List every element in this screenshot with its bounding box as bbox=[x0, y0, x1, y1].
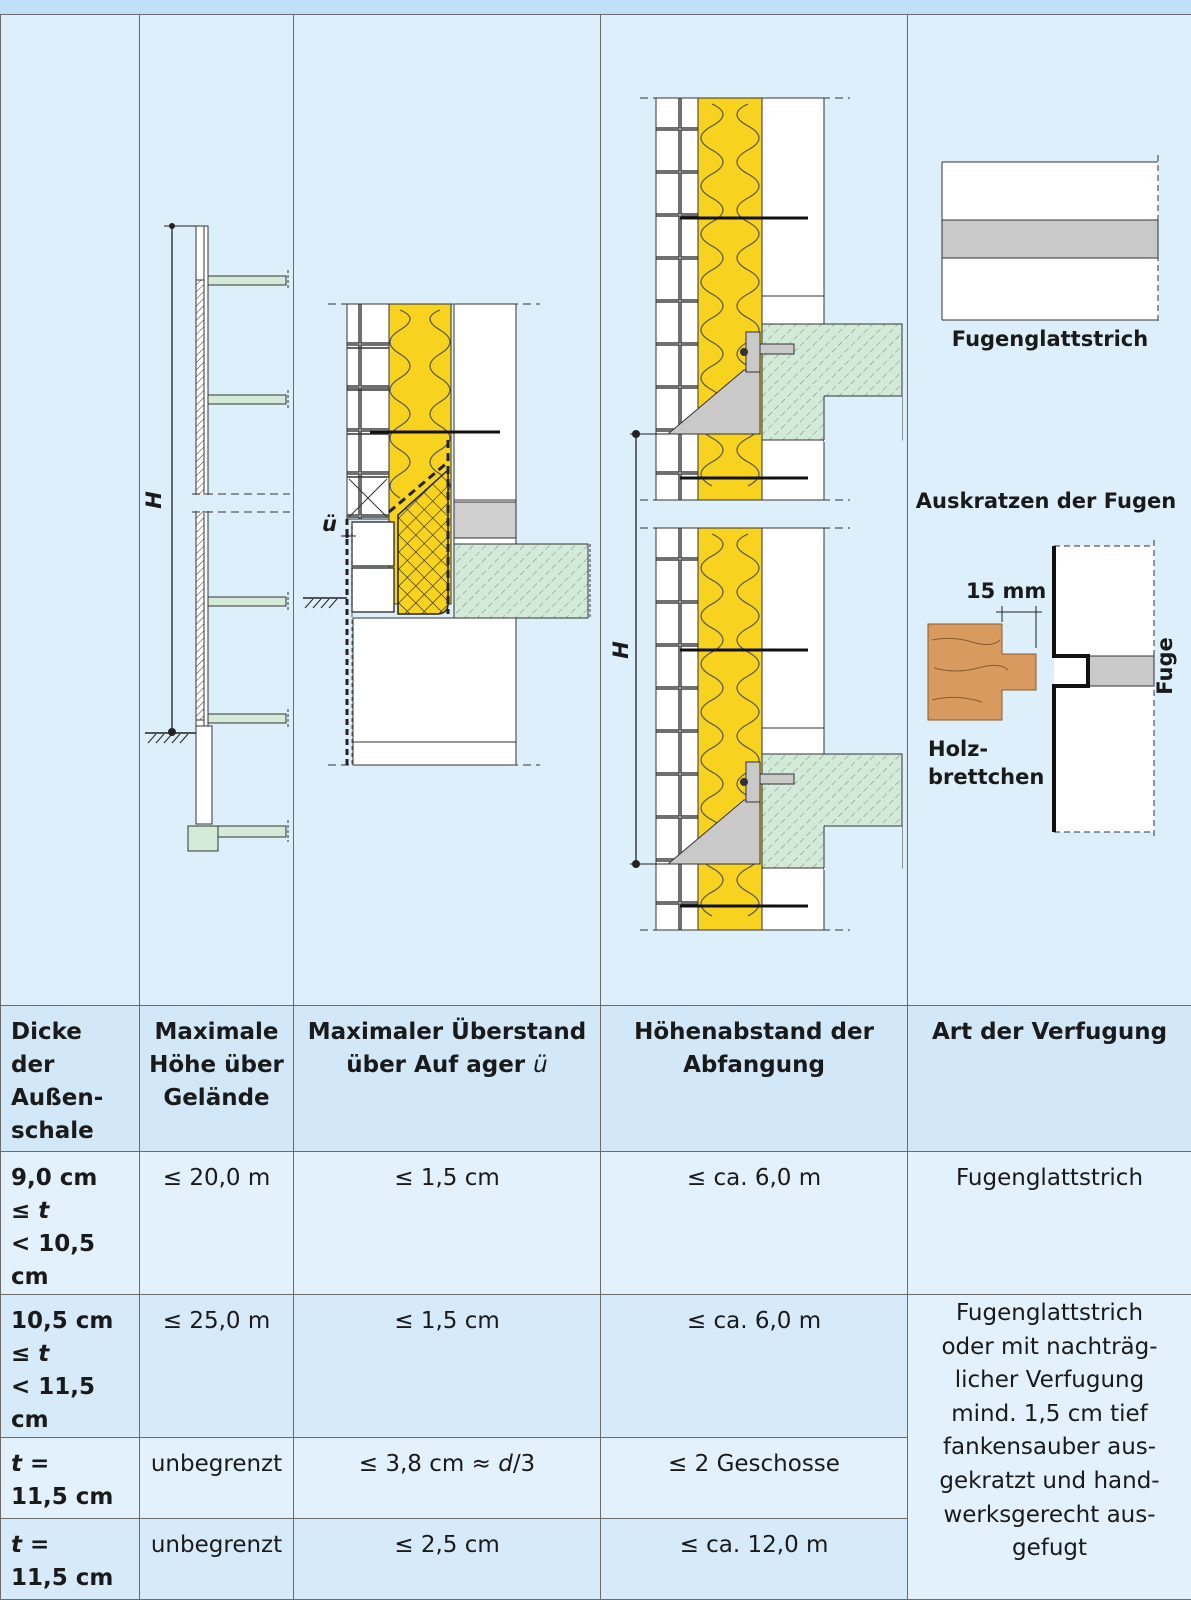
cell-thickness: t = 11,5 cm bbox=[1, 1519, 140, 1600]
joint-label: Fuge bbox=[1153, 637, 1177, 695]
depth-label: 15 mm bbox=[966, 579, 1046, 603]
overhang-detail-drawing: ü bbox=[303, 304, 590, 765]
support-spacing-drawing: H bbox=[609, 98, 902, 930]
header-max-height: Maximale Höhe über Gelände bbox=[140, 1006, 294, 1152]
overhang-symbol: ü bbox=[322, 512, 337, 536]
cell-jointing: Fugenglattstrich bbox=[908, 1152, 1191, 1295]
drawings-overlay: H bbox=[0, 0, 1191, 1000]
jointing-detail-drawing: Fugenglattstrich Auskratzen der Fugen Fu… bbox=[916, 155, 1177, 838]
cell-spacing: ≤ ca. 6,0 m bbox=[601, 1295, 908, 1438]
smoothing-label: Fugenglattstrich bbox=[952, 327, 1148, 351]
header-max-overhang: Maximaler Überstand über Auf ager ü bbox=[294, 1006, 601, 1152]
cell-spacing: ≤ ca. 6,0 m bbox=[601, 1152, 908, 1295]
cell-thickness: 10,5 cm ≤ t < 11,5 cm bbox=[1, 1295, 140, 1438]
header-jointing: Art der Verfugung bbox=[908, 1006, 1191, 1152]
board-label-line2: brettchen bbox=[928, 765, 1044, 789]
table-row: 9,0 cm ≤ t < 10,5 cm ≤ 20,0 m ≤ 1,5 cm ≤… bbox=[1, 1152, 1191, 1295]
cell-height: ≤ 25,0 m bbox=[140, 1295, 294, 1438]
cell-height: unbegrenzt bbox=[140, 1519, 294, 1600]
table-row: 10,5 cm ≤ t < 11,5 cm ≤ 25,0 m ≤ 1,5 cm … bbox=[1, 1295, 1191, 1438]
building-section-drawing: H bbox=[142, 223, 290, 851]
cell-height: ≤ 20,0 m bbox=[140, 1152, 294, 1295]
spacing-symbol: H bbox=[609, 641, 633, 659]
cell-spacing: ≤ ca. 12,0 m bbox=[601, 1519, 908, 1600]
cell-overhang: ≤ 3,8 cm ≈ d/3 bbox=[294, 1438, 601, 1519]
cell-overhang: ≤ 2,5 cm bbox=[294, 1519, 601, 1600]
cell-spacing: ≤ 2 Geschosse bbox=[601, 1438, 908, 1519]
header-thickness: Dicke der Außen- schale bbox=[1, 1006, 140, 1152]
raking-label: Auskratzen der Fugen bbox=[916, 489, 1176, 513]
height-symbol: H bbox=[142, 491, 166, 509]
cell-height: unbegrenzt bbox=[140, 1438, 294, 1519]
cell-thickness: t = 11,5 cm bbox=[1, 1438, 140, 1519]
cell-overhang: ≤ 1,5 cm bbox=[294, 1295, 601, 1438]
cell-overhang: ≤ 1,5 cm bbox=[294, 1152, 601, 1295]
header-row: Dicke der Außen- schale Maximale Höhe üb… bbox=[1, 1006, 1191, 1152]
sheet: Dicke der Außen- schale Maximale Höhe üb… bbox=[0, 0, 1191, 1545]
board-label-line1: Holz- bbox=[928, 737, 988, 761]
cell-jointing-merged: Fugenglattstrich oder mit nachträg- lich… bbox=[908, 1295, 1191, 1600]
cell-thickness: 9,0 cm ≤ t < 10,5 cm bbox=[1, 1152, 140, 1295]
header-support-spacing: Höhenabstand der Abfangung bbox=[601, 1006, 908, 1152]
